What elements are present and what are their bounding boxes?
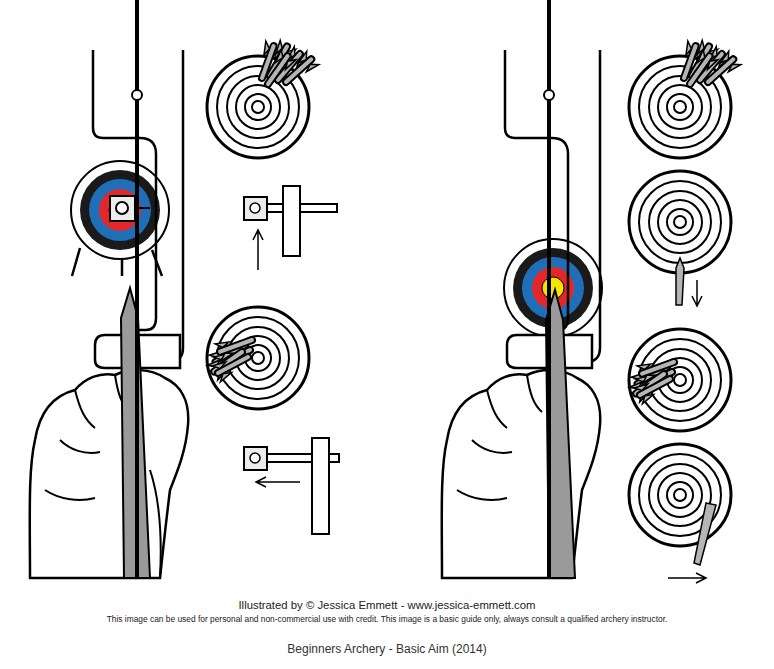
credit-line: Illustrated by © Jessica Emmett - www.je… (0, 599, 774, 611)
usage-note: This image can be used for personal and … (0, 614, 774, 624)
caption: Beginners Archery - Basic Aim (2014) (0, 642, 774, 656)
